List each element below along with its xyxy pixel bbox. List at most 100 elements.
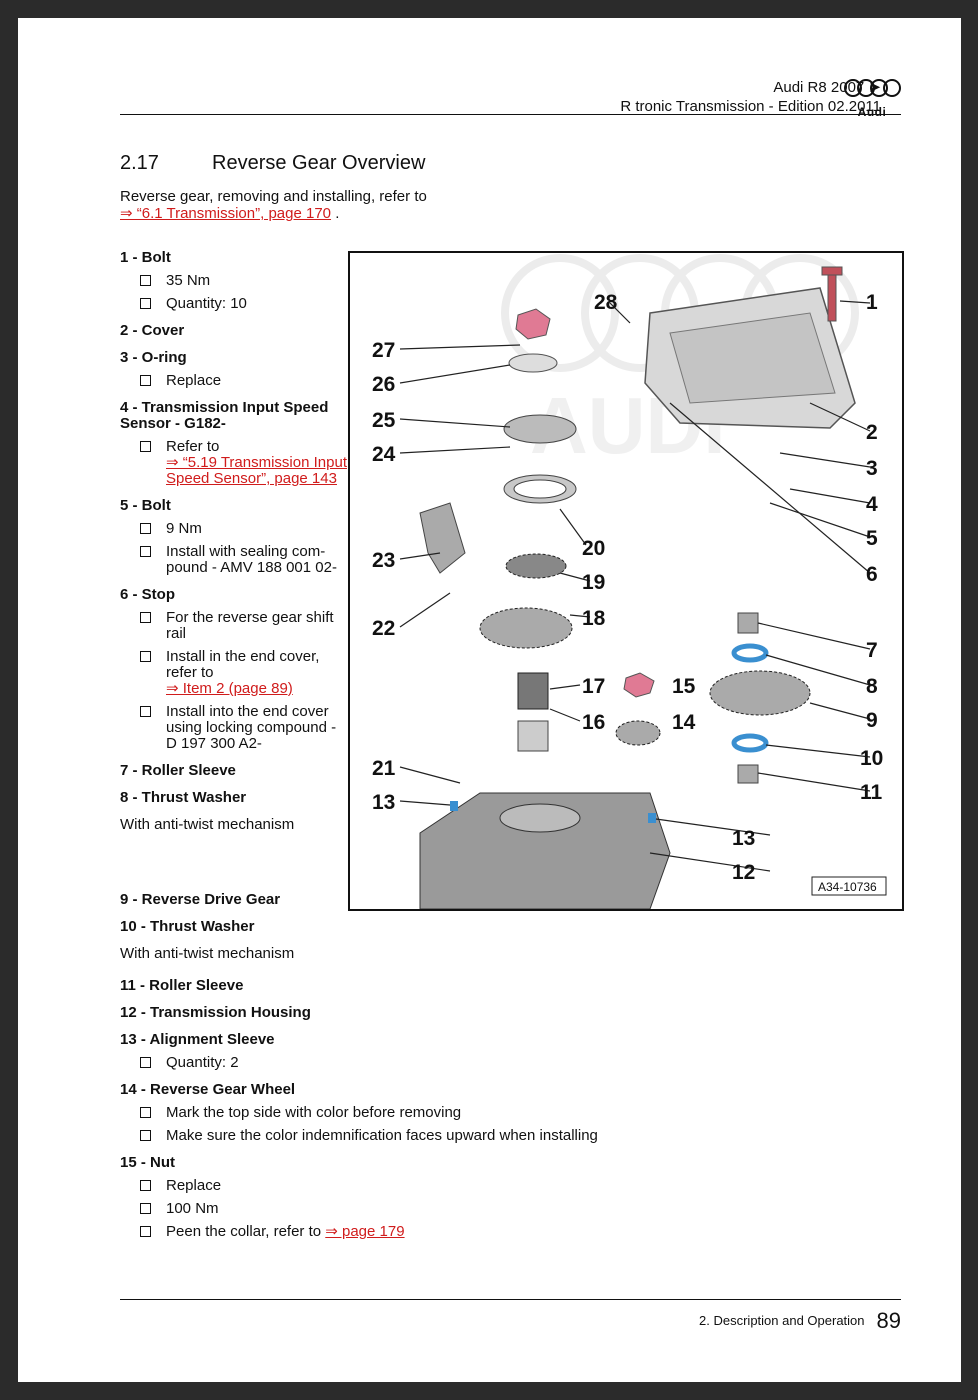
audi-wordmark: Audi bbox=[857, 105, 887, 119]
audi-logo: Audi bbox=[843, 78, 901, 119]
callout: 27 bbox=[372, 339, 395, 362]
item-15-sub-2: 100 Nm bbox=[120, 1201, 720, 1217]
item-15-sub-1: Replace bbox=[120, 1178, 720, 1194]
item-5-sub-1: 9 Nm bbox=[120, 521, 350, 537]
item-6-sub-3: Install into the end cover using locking… bbox=[120, 704, 350, 752]
checkbox-icon bbox=[140, 706, 151, 717]
callout: 10 bbox=[860, 747, 883, 770]
callout: 5 bbox=[866, 527, 878, 550]
callout: 2 bbox=[866, 421, 878, 444]
diagram-code: A34-10736 bbox=[818, 880, 877, 894]
callout: 3 bbox=[866, 457, 878, 480]
item-12-title: 12 - Transmission Housing bbox=[120, 1004, 311, 1021]
item-13-sub-1: Quantity: 2 bbox=[120, 1055, 720, 1071]
header-rule bbox=[120, 114, 901, 115]
checkbox-icon bbox=[140, 1130, 151, 1141]
checkbox-icon bbox=[140, 1180, 151, 1191]
callout: 28 bbox=[594, 291, 618, 314]
callout: 18 bbox=[582, 607, 606, 630]
intro-text: Reverse gear, removing and installing, r… bbox=[120, 188, 427, 205]
callout: 21 bbox=[372, 757, 396, 780]
item-2-title: 2 - Cover bbox=[120, 322, 185, 339]
item-1-sub-1: 35 Nm bbox=[120, 273, 350, 289]
page-header: Audi R8 2007 ➤ R tronic Transmission - E… bbox=[620, 78, 881, 116]
item-4-sub-1: Refer to⇒ “5.19 Transmission Input Speed… bbox=[120, 439, 350, 487]
callout: 1 bbox=[866, 291, 878, 314]
callout: 13 bbox=[732, 827, 755, 850]
callout: 20 bbox=[582, 537, 605, 560]
checkbox-icon bbox=[140, 1203, 151, 1214]
section-number: 2.17 bbox=[120, 152, 159, 174]
item-3-title: 3 - O-ring bbox=[120, 349, 187, 366]
checkbox-icon bbox=[140, 651, 151, 662]
item-11-title: 11 - Roller Sleeve bbox=[120, 977, 244, 994]
item-7-title: 7 - Roller Sleeve bbox=[120, 762, 236, 779]
callout: 11 bbox=[860, 781, 883, 804]
callout: 24 bbox=[372, 443, 396, 466]
manual-page: Audi R8 2007 ➤ R tronic Transmission - E… bbox=[18, 18, 961, 1382]
intro-paragraph: Reverse gear, removing and installing, r… bbox=[120, 188, 427, 222]
callout: 7 bbox=[866, 639, 878, 662]
page-footer: 2. Description and Operation 89 bbox=[699, 1308, 901, 1334]
parts-list-continued: 9 - Reverse Drive Gear 10 - Thrust Washe… bbox=[120, 892, 720, 1240]
callout: 17 bbox=[582, 675, 605, 698]
checkbox-icon bbox=[140, 275, 151, 286]
item-14-sub-2: Make sure the color indemnification face… bbox=[120, 1128, 720, 1144]
parts-list: 1 - Bolt 35 Nm Quantity: 10 2 - Cover 3 … bbox=[120, 250, 350, 833]
item-1-sub-2: Quantity: 10 bbox=[120, 296, 350, 312]
checkbox-icon bbox=[140, 298, 151, 309]
intro-period: . bbox=[335, 205, 340, 222]
exploded-view-diagram: AUDI bbox=[348, 251, 904, 911]
checkbox-icon bbox=[140, 1107, 151, 1118]
speed-sensor-link[interactable]: ⇒ “5.19 Transmission Input Speed Sensor”… bbox=[166, 454, 347, 487]
item-3-sub-1: Replace bbox=[120, 373, 350, 389]
item-9-title: 9 - Reverse Drive Gear bbox=[120, 891, 281, 908]
section-title: 2.17 Reverse Gear Overview bbox=[120, 152, 425, 175]
item-1-title: 1 - Bolt bbox=[120, 249, 171, 266]
diagram-drawing: AUDI bbox=[372, 254, 887, 910]
callout: 12 bbox=[732, 861, 755, 884]
item-8-note: With anti-twist mechanism bbox=[120, 816, 295, 833]
callout: 14 bbox=[672, 711, 696, 734]
callout: 8 bbox=[866, 675, 878, 698]
callout: 4 bbox=[866, 493, 878, 516]
item-10-title: 10 - Thrust Washer bbox=[120, 918, 255, 935]
checkbox-icon bbox=[140, 1226, 151, 1237]
checkbox-icon bbox=[140, 612, 151, 623]
callout: 16 bbox=[582, 711, 605, 734]
checkbox-icon bbox=[140, 375, 151, 386]
item-6-sub-1: For the reverse gear shift rail bbox=[120, 610, 350, 642]
callout: 9 bbox=[866, 709, 878, 732]
transmission-link[interactable]: ⇒ “6.1 Transmission”, page 170 bbox=[120, 205, 332, 222]
header-model: Audi R8 2007 ➤ bbox=[773, 79, 881, 96]
item-8-title: 8 - Thrust Washer bbox=[120, 789, 247, 806]
page-179-link[interactable]: ⇒ page 179 bbox=[325, 1223, 405, 1240]
callout: 19 bbox=[582, 571, 605, 594]
item-5-sub-2: Install with sealing com-pound - AMV 188… bbox=[120, 544, 350, 576]
checkbox-icon bbox=[140, 546, 151, 557]
item-10-note: With anti-twist mechanism bbox=[120, 945, 295, 962]
footer-chapter: 2. Description and Operation bbox=[699, 1313, 865, 1328]
callout: 23 bbox=[372, 549, 395, 572]
item-15-sub-3: Peen the collar, refer to ⇒ page 179 bbox=[120, 1224, 720, 1240]
callout: 6 bbox=[866, 563, 878, 586]
header-manual: R tronic Transmission - Edition 02.2011 bbox=[620, 98, 881, 115]
item-2-link[interactable]: ⇒ Item 2 (page 89) bbox=[166, 680, 293, 697]
checkbox-icon bbox=[140, 523, 151, 534]
footer-rule bbox=[120, 1299, 901, 1300]
audi-rings-icon bbox=[844, 79, 901, 97]
callout: 15 bbox=[672, 675, 696, 698]
callout: 13 bbox=[372, 791, 395, 814]
checkbox-icon bbox=[140, 1057, 151, 1068]
item-6-title: 6 - Stop bbox=[120, 586, 175, 603]
callout: 25 bbox=[372, 409, 396, 432]
item-15-title: 15 - Nut bbox=[120, 1154, 176, 1171]
item-6-sub-2: Install in the end cover, refer to⇒ Item… bbox=[120, 649, 350, 697]
item-5-title: 5 - Bolt bbox=[120, 497, 171, 514]
item-14-sub-1: Mark the top side with color before remo… bbox=[120, 1105, 720, 1121]
page-number: 89 bbox=[876, 1308, 901, 1333]
section-title-text: Reverse Gear Overview bbox=[212, 152, 426, 174]
callout: 26 bbox=[372, 373, 395, 396]
item-4-title: 4 - Transmission Input Speed Sensor - G1… bbox=[120, 399, 329, 432]
item-14-title: 14 - Reverse Gear Wheel bbox=[120, 1081, 296, 1098]
